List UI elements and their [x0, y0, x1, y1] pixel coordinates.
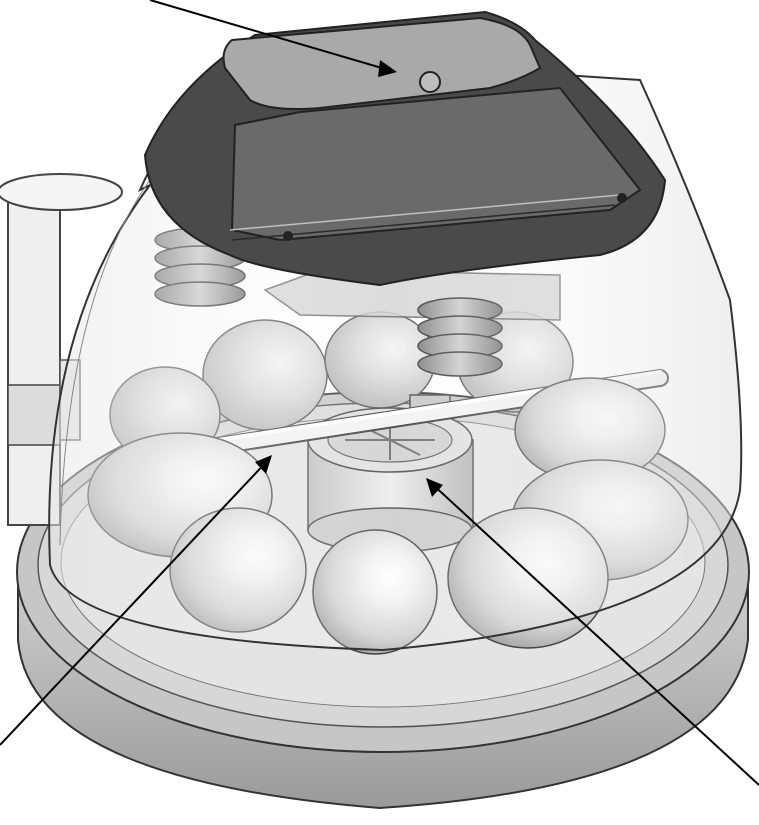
lid: [145, 12, 665, 285]
lid-sensor-hole: [420, 72, 440, 92]
